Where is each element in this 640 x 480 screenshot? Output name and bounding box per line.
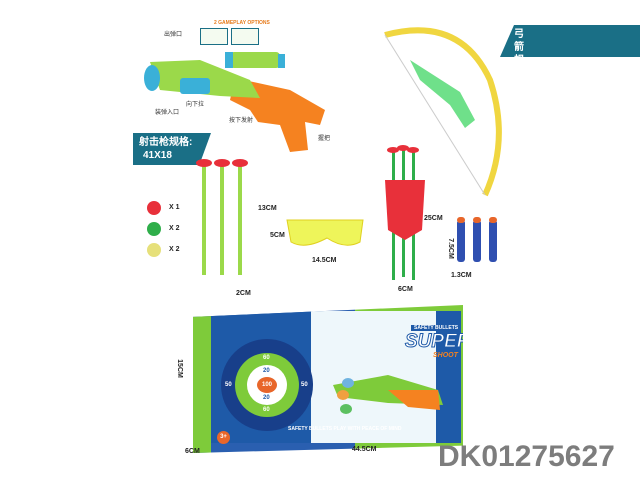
gun-spec-title: 射击枪规格: xyxy=(139,137,193,148)
label-trigger: 按下发射 xyxy=(229,118,254,124)
bow-spec-title: 弓箭规格: xyxy=(510,29,524,79)
bow-spec-value: 44X8 xyxy=(506,81,530,92)
gameplay-option-2 xyxy=(231,28,259,45)
glasses-width-dim: 14.5CM xyxy=(312,257,337,264)
shoot-logo: SHOOT xyxy=(433,352,458,359)
product-code: DK01275627 xyxy=(438,440,615,473)
arrow-length-dim: 13CM xyxy=(258,205,277,212)
ball-yellow xyxy=(147,243,161,257)
label-loading: 装弹入口 xyxy=(155,110,180,116)
age-badge: 3+ xyxy=(217,431,230,444)
box-side xyxy=(193,305,211,453)
score-bottom-outer: 60 xyxy=(263,407,270,413)
gameplay-options-title: 2 GAMEPLAY OPTIONS xyxy=(214,20,270,26)
label-muzzle: 出弹口 xyxy=(164,32,183,38)
box-gun-image xyxy=(333,375,443,414)
glasses-height-dim: 5CM xyxy=(270,232,285,239)
bow-spec-banner: 弓箭规格: 44X8 xyxy=(500,25,640,57)
box-depth-dim: 6CM xyxy=(185,448,200,455)
score-right: 50 xyxy=(301,382,308,388)
product-box: 100 20 20 60 60 50 50 SAFETY BULLETS SUP… xyxy=(193,305,463,453)
label-pull-down: 向下拉 xyxy=(186,102,205,108)
ball-red xyxy=(147,201,161,215)
dart-width-dim: 1.3CM xyxy=(451,272,472,279)
quiver-width-dim: 6CM xyxy=(398,286,413,293)
quiver-height-dim: 25CM xyxy=(424,215,443,222)
gun-spec-value: 41X18 xyxy=(143,150,172,161)
target-bullseye: 100 xyxy=(257,377,277,393)
target-outer: 100 20 20 60 60 50 50 xyxy=(221,339,313,431)
ball-green-qty: X 2 xyxy=(169,225,180,232)
gun-spec-banner: 射击枪规格: 41X18 xyxy=(133,133,211,165)
score-bottom-inner: 20 xyxy=(263,395,270,401)
suction-arrows-image xyxy=(196,159,248,275)
score-top-outer: 60 xyxy=(263,355,270,361)
label-grip: 握把 xyxy=(318,136,331,142)
score-top-inner: 20 xyxy=(263,368,270,374)
glasses-image xyxy=(286,219,364,246)
super-logo: SUPER xyxy=(404,331,471,353)
foam-darts-image xyxy=(457,217,497,262)
ball-yellow-qty: X 2 xyxy=(169,246,180,253)
toy-gun-image xyxy=(144,52,325,152)
dart-length-dim: 7.5CM xyxy=(446,238,454,259)
arrow-width-dim: 2CM xyxy=(236,290,251,297)
safety-bullets-label: SAFETY BULLETS xyxy=(411,325,462,331)
gameplay-option-1 xyxy=(200,28,228,45)
score-left: 50 xyxy=(225,382,232,388)
ball-red-qty: X 1 xyxy=(169,204,180,211)
bow-image xyxy=(384,27,502,197)
ball-green xyxy=(147,222,161,236)
quiver-image xyxy=(385,145,425,280)
tagline: SAFETY BULLETS PLAY WITH PEACE OF MIND xyxy=(288,426,402,432)
box-height-dim: 15CM xyxy=(175,359,183,378)
box-width-dim: 44.5CM xyxy=(352,446,377,453)
